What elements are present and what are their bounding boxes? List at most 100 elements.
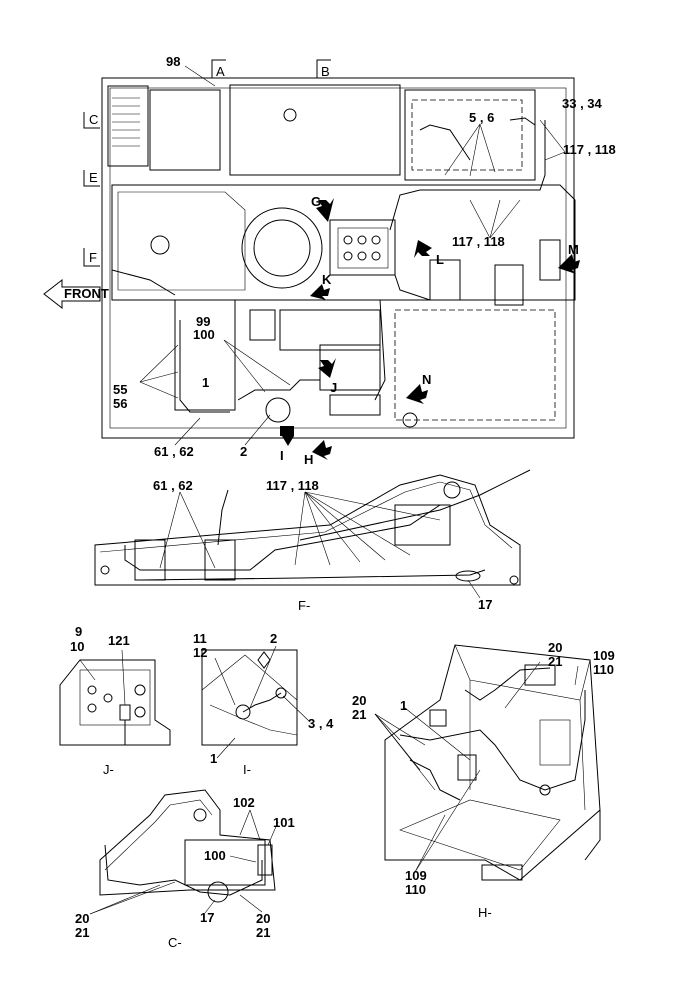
view-f-harness-4 (217, 489, 229, 546)
view-h-right-edge (579, 699, 586, 811)
view-h-box (457, 754, 477, 781)
view-arrow-n-label: N (422, 372, 431, 387)
leader-h-109-a (414, 814, 446, 873)
right-bracket-3 (539, 239, 561, 281)
view-arrow-i-label: I (280, 448, 284, 463)
view-arrow-i: I (280, 426, 294, 463)
lower-right-panel (394, 309, 556, 421)
callout-h-21-top: 21 (548, 654, 562, 669)
leader-2 (244, 414, 271, 446)
view-f-bolt-2 (509, 575, 519, 585)
callout-h-110-top: 110 (593, 662, 614, 677)
callout-c-20-left: 20 (75, 911, 89, 926)
front-arrow: FRONT (43, 278, 109, 310)
harness-right (394, 274, 560, 301)
callout-c-21-left: 21 (75, 925, 89, 940)
section-marker-a: A (211, 59, 226, 79)
front-label: FRONT (64, 286, 109, 301)
view-i-wire (242, 692, 282, 713)
view-j-valve (79, 669, 151, 726)
leader-55-b (139, 371, 179, 383)
view-arrow-g-label: G (311, 194, 321, 209)
right-compartment (404, 89, 536, 181)
cab-grill (107, 85, 149, 167)
view-f-clamp (455, 570, 481, 582)
callout-h-109-top: 109 (593, 648, 615, 663)
view-h: 20 21 109 110 20 21 1 109 110 H- (352, 640, 615, 920)
view-h-harness-2 (464, 667, 551, 701)
leader-61-62 (174, 417, 201, 446)
right-bracket-1 (429, 259, 461, 301)
view-arrow-g: G (311, 194, 334, 222)
view-i-bolt (275, 687, 287, 699)
view-arrow-n: N (406, 372, 431, 404)
callout-h-1: 1 (400, 698, 407, 713)
callout-117-118-b: 117 , 118 (452, 234, 505, 249)
view-f-pivot (443, 481, 461, 499)
leader-c-17 (204, 899, 216, 914)
view-j-port-2 (87, 703, 97, 713)
left-pivot (150, 235, 170, 255)
view-f-box-3 (394, 504, 451, 546)
callout-55: 55 (113, 382, 127, 397)
view-h-harness-3 (409, 759, 461, 801)
callout-h-21-left: 21 (352, 707, 366, 722)
view-c-pivot (193, 808, 207, 822)
callout-c-20-right: 20 (256, 911, 270, 926)
harness-33-34 (509, 117, 536, 126)
view-c-sensor (207, 881, 229, 903)
leader-55-c (139, 381, 179, 399)
view-arrow-k-label: K (322, 272, 332, 287)
callout-f-17: 17 (478, 597, 492, 612)
leader-117-b (544, 151, 566, 161)
view-f-harness-1 (124, 504, 441, 571)
callout-c-17: 17 (200, 910, 214, 925)
harness-55-56 (179, 320, 230, 413)
section-marker-f: F (83, 248, 100, 267)
leader-j-121 (121, 649, 126, 706)
leader-f-117-b (304, 491, 331, 566)
leader-f-117-e (304, 491, 411, 556)
leader-117-c (469, 199, 491, 239)
leader-h-20-a (374, 713, 401, 741)
relay-box (249, 309, 276, 341)
leader-f-61-a (159, 491, 181, 569)
swing-bearing-inner (253, 219, 311, 277)
view-h-frame (384, 644, 601, 881)
lower-left-panel (174, 299, 236, 411)
leader-5-6-a (444, 123, 481, 176)
view-j-block (59, 659, 171, 746)
view-c-relay (257, 844, 273, 876)
view-f: 61 , 62 117 , 118 17 F- (94, 469, 531, 613)
view-c-frame (99, 789, 276, 896)
cab-box (149, 89, 221, 171)
lower-right-pivot (402, 412, 418, 428)
leader-h-20-top (504, 661, 541, 709)
view-arrow-h: H (304, 440, 332, 467)
callout-56: 56 (113, 396, 127, 411)
mid-frame (111, 184, 576, 301)
valve-spools (343, 235, 381, 261)
right-bracket-2 (494, 264, 524, 306)
leader-117-a (539, 119, 566, 153)
leader-99-a (223, 339, 291, 386)
leader-c-102-a (239, 809, 251, 836)
section-marker-c-label: C (89, 112, 98, 127)
callout-h-20-left: 20 (352, 693, 366, 708)
leader-j-9 (79, 659, 96, 681)
view-i-plate (201, 654, 298, 745)
callout-1: 1 (202, 375, 209, 390)
view-f-harness-2 (139, 569, 486, 581)
callout-i-3-4: 3 , 4 (308, 716, 334, 731)
view-j-port-4 (134, 684, 146, 696)
view-h-title: H- (478, 905, 492, 920)
section-marker-e-label: E (89, 170, 98, 185)
view-f-bolt-1 (100, 565, 110, 575)
callout-100: 100 (193, 327, 215, 342)
leader-i-1 (216, 737, 236, 759)
callout-61-62: 61 , 62 (154, 444, 194, 459)
main-frame-inner (109, 87, 567, 429)
leader-i-3 (282, 695, 311, 723)
view-h-top (454, 644, 591, 701)
leader-f-117-c (304, 491, 361, 563)
